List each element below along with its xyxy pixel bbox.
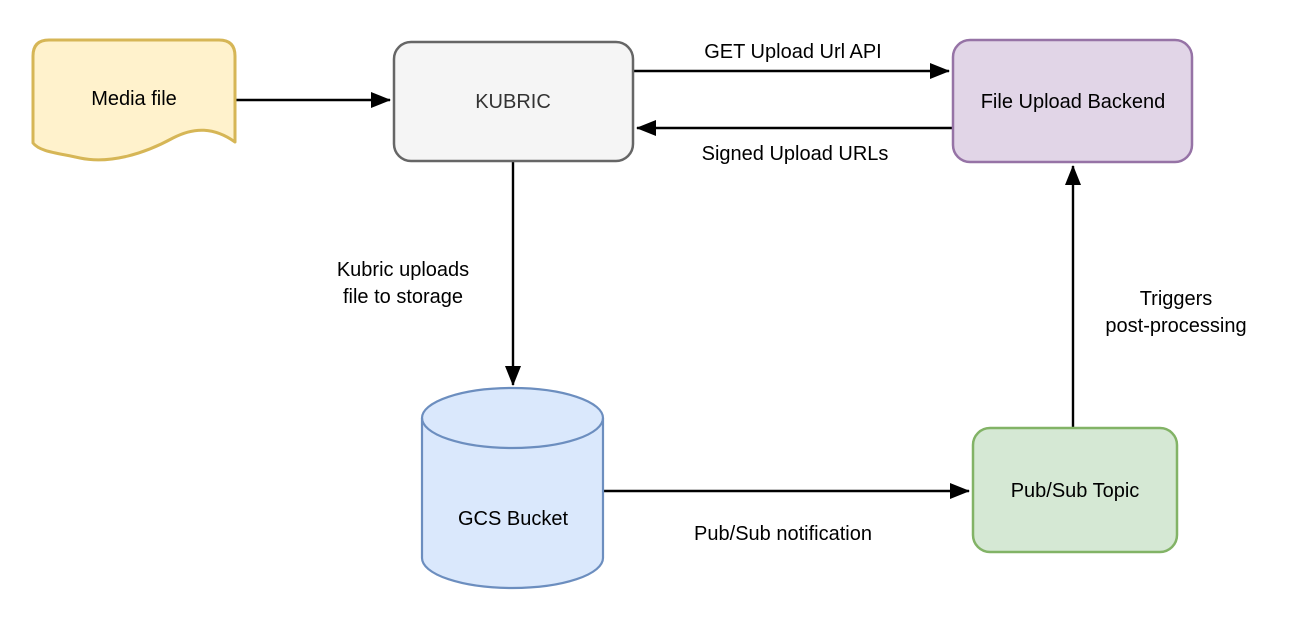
node-media-file: Media file [31, 38, 237, 162]
edge-kubric-uploads: Kubric uploads file to storage [337, 162, 521, 386]
edge-get-upload-url: GET Upload Url API [633, 41, 950, 79]
edge-label-triggers-line1: Triggers [1140, 288, 1213, 310]
node-label-file-upload-backend: File Upload Backend [981, 91, 1166, 113]
edge-signed-upload-urls: Signed Upload URLs [636, 120, 953, 165]
node-label-media-file: Media file [91, 88, 177, 110]
node-kubric: KUBRIC [392, 40, 635, 163]
node-label-pubsub-topic: Pub/Sub Topic [1011, 480, 1140, 502]
rounded-rect-shape [951, 38, 1194, 164]
edge-label-kubric-uploads-line2: file to storage [343, 286, 463, 308]
node-label-kubric: KUBRIC [475, 91, 551, 113]
rounded-rect-shape [971, 426, 1179, 554]
edge-label-kubric-uploads-line1: Kubric uploads [337, 259, 469, 281]
rounded-rect-shape [392, 40, 635, 163]
edge-label-signed-upload-urls: Signed Upload URLs [702, 143, 889, 165]
document-shape [31, 38, 237, 162]
node-file-upload-backend: File Upload Backend [951, 38, 1194, 164]
node-pubsub-topic: Pub/Sub Topic [971, 426, 1179, 554]
cylinder-rim [420, 417, 605, 450]
cylinder-shape [420, 386, 605, 590]
edge-label-triggers-line2: post-processing [1105, 315, 1246, 337]
edge-triggers-post-processing: Triggers post-processing [1065, 165, 1247, 428]
node-gcs-bucket: GCS Bucket [420, 386, 605, 590]
node-label-gcs-bucket: GCS Bucket [458, 508, 568, 530]
edge-label-pubsub-notification: Pub/Sub notification [694, 523, 872, 545]
edge-pubsub-notification: Pub/Sub notification [603, 483, 970, 545]
edge-label-get-upload-url: GET Upload Url API [704, 41, 881, 63]
